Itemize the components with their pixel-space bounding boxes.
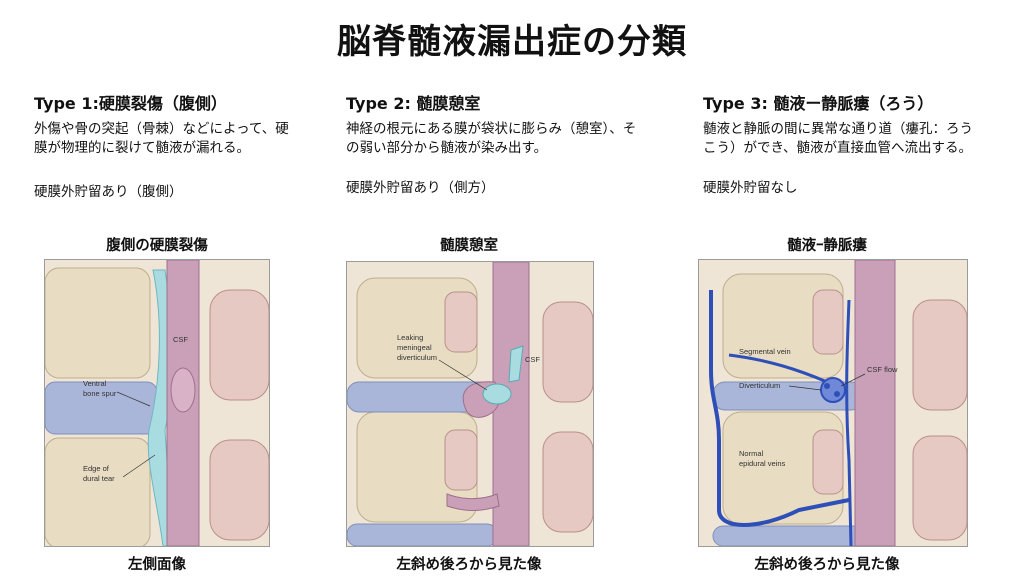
- type-1-extradural: 硬膜外貯留あり（腹側）: [34, 184, 183, 200]
- type-3-illustration: Segmental vein Diverticulum CSF flow Nor…: [698, 259, 968, 547]
- type-1-illustration-svg: CSF Ventral bone spur Edge of dural tear: [45, 260, 269, 546]
- type-2-description: 神経の根元にある膜が袋状に膨らみ（憩室）、その弱い部分から髄液が染み出す。: [346, 121, 637, 156]
- type-2-extradural: 硬膜外貯留あり（側方）: [346, 180, 495, 196]
- type-1-description: 外傷や骨の突起（骨棘）などによって、硬膜が物理的に裂けて髄液が漏れる。: [34, 121, 289, 156]
- type-3-panel-caption: 髄液ｰ静脈瘻: [787, 238, 867, 254]
- type-1-label-ventral: Ventral: [83, 379, 107, 388]
- type-2-illustration-svg: Leaking meningeal diverticulum CSF: [347, 262, 593, 546]
- type-1-title: Type 1:硬膜裂傷（腹側）: [34, 94, 227, 113]
- type-1-label-dural-tear: dural tear: [83, 474, 115, 483]
- type-1-label-csf: CSF: [173, 335, 188, 344]
- type-1-column: Type 1:硬膜裂傷（腹側） 外傷や骨の突起（骨棘）などによって、硬膜が物理的…: [34, 90, 334, 200]
- type-1-view-caption: 左側面像: [128, 557, 186, 573]
- type-3-illustration-svg: Segmental vein Diverticulum CSF flow Nor…: [699, 260, 967, 546]
- type-2-label-meningeal: meningeal: [397, 343, 432, 352]
- type-2-label-csf: CSF: [525, 355, 540, 364]
- type-2-label-leaking: Leaking: [397, 333, 423, 342]
- type-3-title: Type 3: 髄液ー静脈瘻（ろう）: [703, 94, 934, 113]
- type-3-extradural: 硬膜外貯留なし: [703, 180, 798, 196]
- type-2-title: Type 2: 髄膜憩室: [346, 94, 481, 113]
- type-2-column: Type 2: 髄膜憩室 神経の根元にある膜が袋状に膨らみ（憩室）、その弱い部分…: [346, 90, 646, 196]
- type-3-view-caption: 左斜め後ろから見た像: [754, 557, 900, 573]
- type-3-label-epidural-veins: epidural veins: [739, 459, 786, 468]
- type-1-label-edge-of: Edge of: [83, 464, 110, 473]
- type-2-panel-caption: 髄膜憩室: [440, 238, 498, 254]
- type-3-label-csf-flow: CSF flow: [867, 365, 898, 374]
- type-2-label-diverticulum: diverticulum: [397, 353, 437, 362]
- type-3-description: 髄液と静脈の間に異常な通り道（瘻孔：ろうこう）ができ、髄液が直接血管へ流出する。: [703, 121, 973, 156]
- type-3-label-diverticulum: Diverticulum: [739, 381, 780, 390]
- type-1-illustration: CSF Ventral bone spur Edge of dural tear: [44, 259, 270, 547]
- page-title: 脳脊髄液漏出症の分類: [337, 22, 687, 62]
- type-3-label-segmental-vein: Segmental vein: [739, 347, 791, 356]
- type-1-panel-caption: 腹側の硬膜裂傷: [106, 238, 208, 254]
- type-3-label-normal: Normal: [739, 449, 764, 458]
- type-3-column: Type 3: 髄液ー静脈瘻（ろう） 髄液と静脈の間に異常な通り道（瘻孔：ろうこ…: [703, 90, 1003, 196]
- type-1-label-bone-spur: bone spur: [83, 389, 117, 398]
- type-2-illustration: Leaking meningeal diverticulum CSF: [346, 261, 594, 547]
- type-2-view-caption: 左斜め後ろから見た像: [396, 557, 542, 573]
